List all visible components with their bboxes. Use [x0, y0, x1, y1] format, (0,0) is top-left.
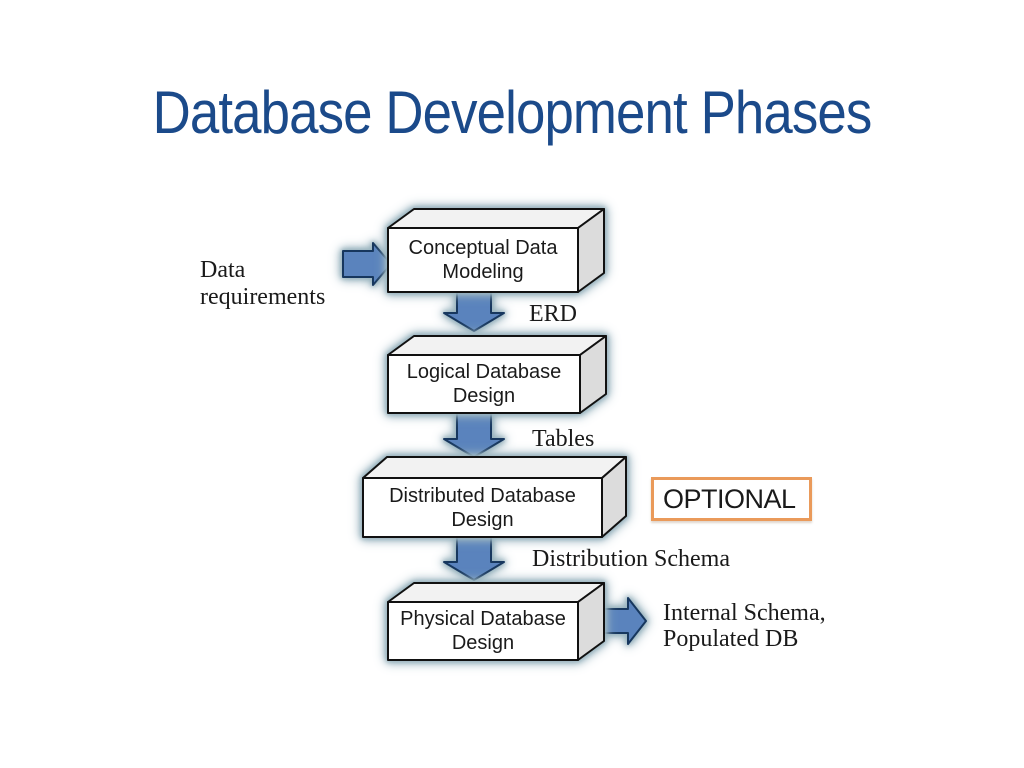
distributed-database-design-box [362, 456, 627, 538]
optional-label: OPTIONAL [663, 483, 796, 514]
data-requirements-label: Data requirements [200, 257, 326, 310]
input-arrow-icon [342, 242, 392, 286]
physical-database-design-label: Physical Database Design [400, 608, 566, 654]
logical-database-design-label: Logical Database Design [406, 361, 562, 407]
distribution-down-arrow-icon [443, 535, 505, 581]
erd-down-arrow-icon [443, 289, 505, 332]
box-top-face [387, 335, 607, 356]
box-top-face [387, 582, 605, 603]
tables-down-arrow-icon [443, 410, 505, 458]
physical-database-design-box [387, 582, 605, 661]
output-arrow-icon [597, 597, 647, 645]
box-top-face [362, 456, 627, 479]
slide-title: Database Development Phases [152, 79, 873, 146]
erd-label: ERD [529, 301, 577, 327]
box-front-face [387, 354, 581, 414]
conceptual-data-modeling-box [387, 208, 605, 293]
box-front-face [387, 227, 579, 293]
distributed-database-design-label: Distributed Database Design [389, 484, 576, 531]
box-front-face [387, 601, 579, 661]
distribution-schema-label: Distribution Schema [532, 546, 730, 572]
boxes-layer [362, 208, 627, 661]
box-front-face [362, 477, 603, 538]
arrows-layer [342, 242, 647, 645]
logical-database-design-box [387, 335, 607, 414]
conceptual-data-modeling-label: Conceptual Data Modeling [408, 237, 558, 283]
box-top-face [387, 208, 605, 229]
internal-schema-label: Internal Schema, Populated DB [663, 600, 826, 652]
tables-label: Tables [532, 426, 595, 452]
optional-callout: OPTIONAL [651, 477, 812, 521]
